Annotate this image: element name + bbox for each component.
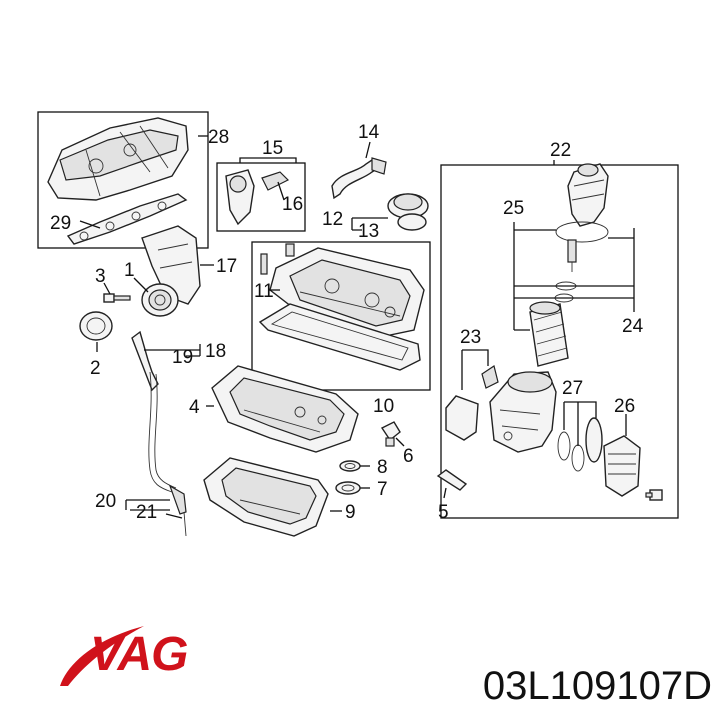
callout-24: 24 bbox=[622, 316, 644, 337]
vag-logo-swoosh bbox=[60, 626, 144, 686]
intake-manifold-gasket bbox=[66, 193, 188, 245]
valve-cover-gasket bbox=[258, 303, 421, 371]
bolt-3 bbox=[103, 293, 131, 303]
dipstick-guide bbox=[131, 330, 187, 537]
oil-cooler bbox=[603, 435, 641, 497]
callout-1: 1 bbox=[124, 260, 135, 281]
callout-17: 17 bbox=[216, 256, 237, 277]
callout-4: 4 bbox=[189, 397, 200, 418]
oil-filter-housing bbox=[489, 371, 557, 453]
oil-filter-group-box bbox=[440, 164, 679, 519]
bracket-5 bbox=[436, 469, 468, 491]
cooler-bolt bbox=[645, 489, 663, 501]
logo-swoosh-icon bbox=[60, 626, 144, 686]
oil-filter-cap bbox=[567, 163, 609, 227]
callout-27: 27 bbox=[562, 378, 583, 399]
callout-28: 28 bbox=[208, 127, 229, 148]
small-o-rings bbox=[554, 281, 577, 303]
callout-13: 13 bbox=[358, 221, 379, 242]
filter-standpipe bbox=[567, 239, 577, 272]
callout-23: 23 bbox=[460, 327, 481, 348]
filter-cap-seal bbox=[555, 221, 609, 243]
callout-25: 25 bbox=[503, 198, 524, 219]
callout-26: 26 bbox=[614, 396, 635, 417]
callout-7: 7 bbox=[377, 479, 388, 500]
callout-16: 16 bbox=[282, 194, 303, 215]
valve-cover bbox=[269, 247, 425, 339]
valve-cover-studs bbox=[260, 243, 295, 275]
callout-11: 11 bbox=[254, 281, 274, 302]
lower-oil-pan bbox=[203, 457, 329, 537]
callout-10: 10 bbox=[373, 396, 394, 417]
callout-12: 12 bbox=[322, 209, 343, 230]
callout-8: 8 bbox=[377, 457, 388, 478]
seal-ring-7 bbox=[335, 481, 361, 495]
breather-hose bbox=[331, 157, 387, 200]
callout-5: 5 bbox=[438, 502, 449, 523]
callout-21: 21 bbox=[136, 502, 157, 523]
intake-manifold-group-box bbox=[37, 111, 209, 249]
seal-ring-8 bbox=[339, 460, 361, 472]
part-number: 03L109107D bbox=[482, 664, 712, 708]
callout-3: 3 bbox=[95, 266, 106, 287]
intake-manifold bbox=[47, 117, 189, 201]
callout-22: 22 bbox=[550, 140, 571, 161]
callout-6: 6 bbox=[403, 446, 414, 467]
callout-15: 15 bbox=[262, 138, 283, 159]
callout-19: 19 bbox=[172, 347, 193, 368]
crankshaft-pulley bbox=[141, 283, 179, 317]
valve-cover-group-box bbox=[251, 241, 431, 391]
callout-9: 9 bbox=[345, 502, 356, 523]
oil-filter-element bbox=[529, 301, 569, 367]
upper-oil-pan bbox=[211, 365, 359, 453]
callout-2: 2 bbox=[90, 358, 101, 379]
callout-20: 20 bbox=[95, 491, 116, 512]
housing-gasket-23 bbox=[445, 365, 499, 441]
plug-2 bbox=[79, 311, 113, 341]
callout-29: 29 bbox=[50, 213, 71, 234]
brand-name: VAG bbox=[90, 628, 188, 681]
callout-14: 14 bbox=[358, 122, 380, 143]
timing-cover bbox=[225, 169, 290, 226]
drain-plug bbox=[380, 421, 401, 447]
timing-cover-group-box bbox=[216, 162, 306, 232]
callout-18: 18 bbox=[205, 341, 226, 362]
oil-filler-cap bbox=[387, 193, 429, 231]
front-cover bbox=[141, 225, 201, 305]
